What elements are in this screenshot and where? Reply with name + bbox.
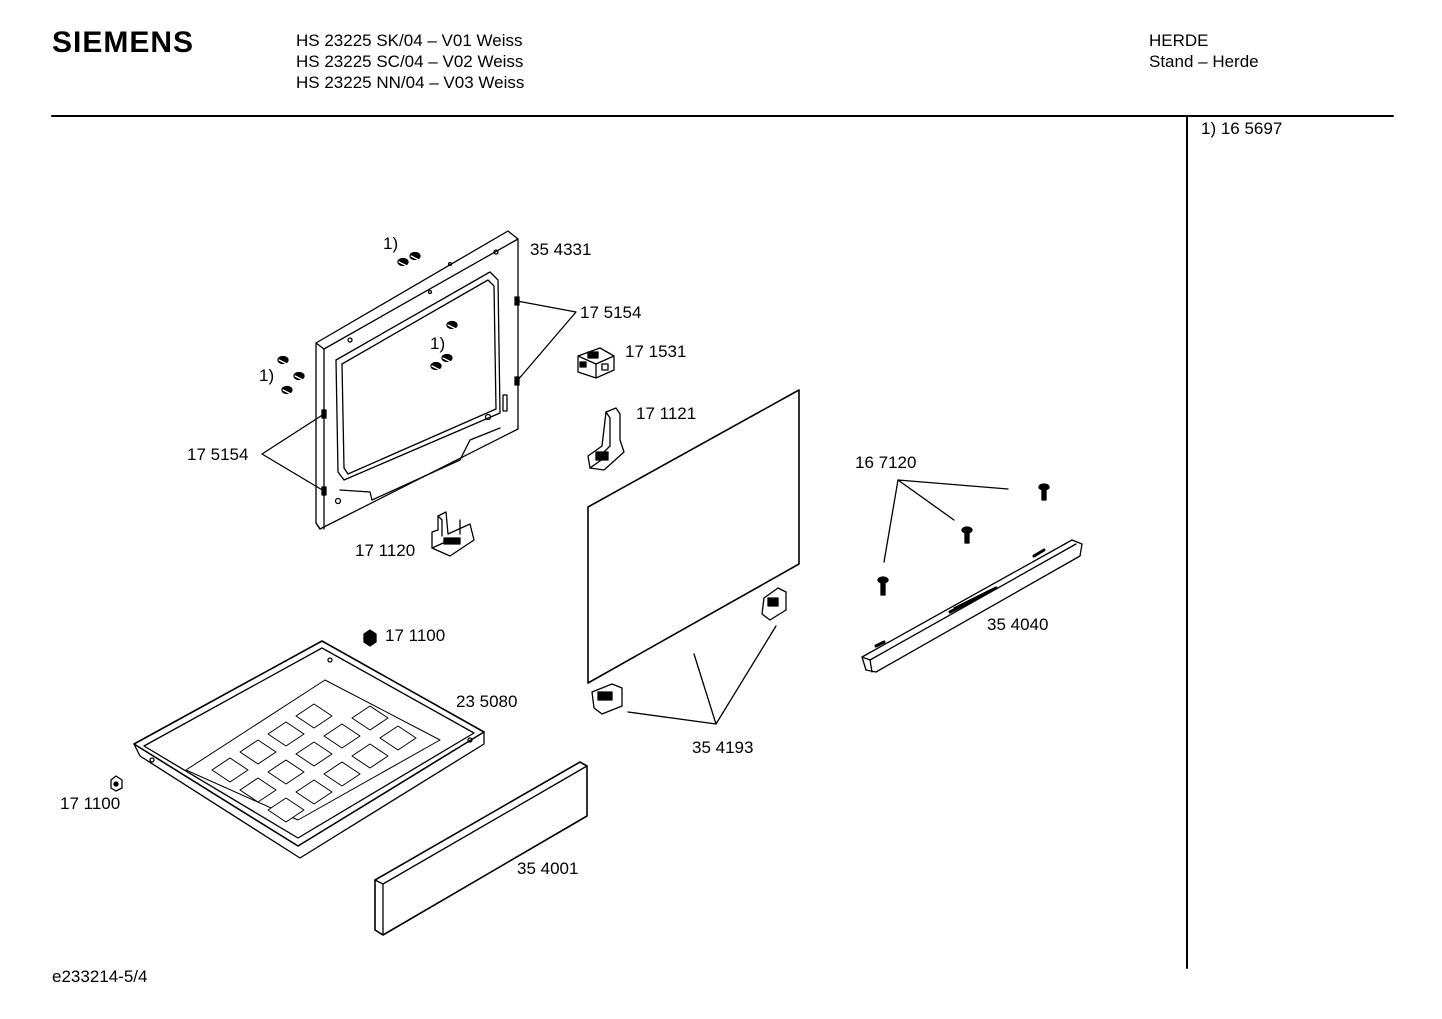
label-167120: 16 7120 bbox=[855, 453, 916, 472]
label-354193: 35 4193 bbox=[692, 738, 753, 757]
glass-pane-part bbox=[587, 389, 800, 684]
label-171120: 17 1120 bbox=[355, 541, 415, 560]
leader-167120-a bbox=[897, 479, 1009, 521]
category-block: HERDE Stand – Herde bbox=[1149, 30, 1259, 72]
screw-group-middle bbox=[430, 320, 458, 371]
glass-clip-lower bbox=[591, 683, 623, 715]
model-list: HS 23225 SK/04 – V01 Weiss HS 23225 SC/0… bbox=[296, 30, 524, 93]
hinge-part-171120 bbox=[431, 511, 475, 557]
model-line: HS 23225 NN/04 – V03 Weiss bbox=[296, 73, 525, 92]
door-handle-part bbox=[861, 539, 1083, 673]
handle-screw bbox=[1038, 483, 1050, 501]
label-171100-left: 17 1100 bbox=[60, 794, 120, 813]
label-354331: 35 4331 bbox=[530, 240, 591, 259]
category-subtitle: Stand – Herde bbox=[1149, 52, 1259, 71]
hinge-part-171531 bbox=[577, 347, 615, 379]
door-frame-part bbox=[315, 230, 520, 530]
label-175154-left: 17 5154 bbox=[187, 445, 248, 464]
label-ref1-left: 1) bbox=[259, 366, 274, 385]
model-line: HS 23225 SK/04 – V01 Weiss bbox=[296, 31, 523, 50]
label-354040: 35 4040 bbox=[987, 615, 1048, 634]
leader-175154-left bbox=[261, 413, 325, 492]
screw-group-left bbox=[277, 355, 305, 395]
leader-175154-right bbox=[516, 300, 577, 382]
drawer-panel-part bbox=[374, 761, 588, 936]
model-line: HS 23225 SC/04 – V02 Weiss bbox=[296, 52, 524, 71]
hinge-part-171121 bbox=[587, 407, 625, 471]
brand-logo: SIEMENS bbox=[52, 26, 195, 59]
baking-tray-part bbox=[133, 640, 485, 859]
footnote-reference: 1) 16 5697 bbox=[1201, 119, 1283, 138]
nut-part bbox=[363, 629, 377, 647]
glass-clip-upper bbox=[761, 587, 787, 621]
label-354001: 35 4001 bbox=[517, 859, 578, 878]
nut-part bbox=[110, 775, 123, 792]
label-171121: 17 1121 bbox=[636, 404, 696, 423]
handle-screw bbox=[961, 526, 973, 544]
screw-group-top bbox=[397, 251, 421, 267]
label-ref1-middle: 1) bbox=[430, 334, 445, 353]
label-ref1-top: 1) bbox=[383, 234, 398, 253]
leader-167120-b bbox=[883, 479, 899, 563]
leader-354193-b bbox=[627, 711, 717, 725]
leader-354193-a bbox=[693, 625, 777, 725]
label-171531: 17 1531 bbox=[625, 342, 686, 361]
category-title: HERDE bbox=[1149, 31, 1209, 50]
handle-screw bbox=[877, 576, 889, 596]
label-235080: 23 5080 bbox=[456, 692, 517, 711]
label-171100-top: 17 1100 bbox=[385, 626, 445, 645]
document-id: e233214-5/4 bbox=[52, 967, 148, 986]
label-175154-right: 17 5154 bbox=[580, 303, 641, 322]
